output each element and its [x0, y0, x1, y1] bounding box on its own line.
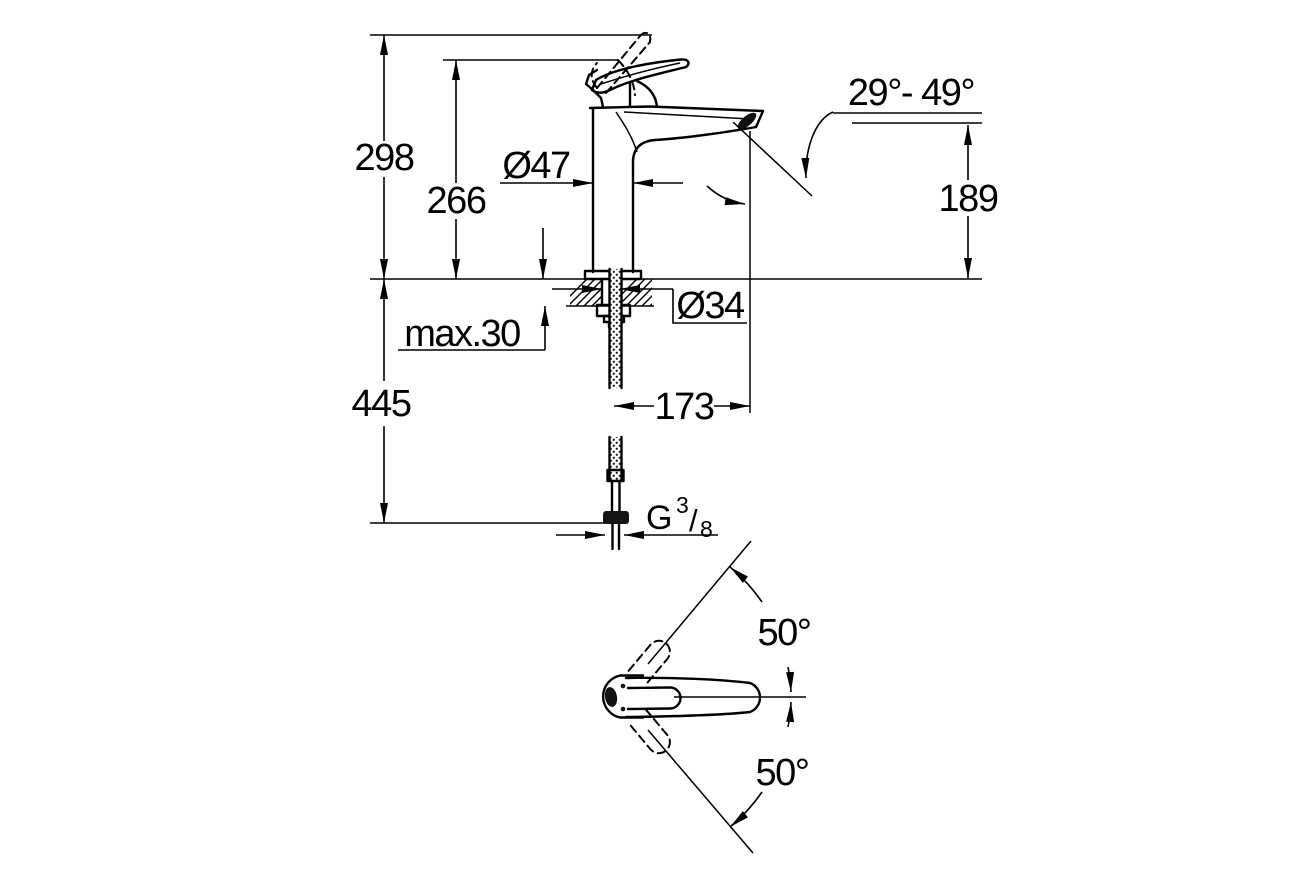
- lever-swung-dashed: [627, 639, 671, 755]
- hose-end-nut: [603, 511, 629, 524]
- dim-overall-height: 298: [355, 137, 414, 179]
- supply-hose: [603, 267, 629, 551]
- dim-spout-outlet-height: 189: [939, 178, 998, 220]
- lever-handle-side: [584, 58, 690, 109]
- swing-arc-lower: [729, 791, 763, 828]
- swing-leg-lower: [647, 729, 754, 854]
- thread-prefix: G: [646, 499, 672, 537]
- deck-hatching-left: [570, 279, 602, 306]
- hose-ferrule: [606, 468, 625, 483]
- swing-arc-upper: [729, 566, 763, 603]
- thread-numerator: 3: [676, 492, 689, 518]
- lever-inner-contour: [626, 686, 682, 711]
- swing-arc-lower-center: [786, 701, 795, 728]
- dim-body-diameter: Ø47: [502, 145, 570, 187]
- spout-stream-line: [732, 121, 813, 197]
- hose-braid-lower: [609, 437, 622, 480]
- dim-height-to-lever: 266: [427, 180, 486, 222]
- dim-spout-angle-range: 29°- 49°: [848, 72, 974, 114]
- dim-hose-length: 445: [352, 383, 411, 425]
- leader-box-d34: [672, 289, 747, 324]
- swing-arc-upper-center: [786, 666, 795, 693]
- thread-denominator: 8: [700, 516, 713, 542]
- hose-tube: [610, 479, 621, 513]
- dim-swing-upper: 50°: [758, 612, 811, 654]
- body-top-face: [588, 105, 765, 113]
- dim-hole-diameter: Ø34: [676, 285, 745, 327]
- aerator: [737, 112, 757, 130]
- spout-blade-inner-line: [623, 111, 751, 120]
- dim-spout-reach: 173: [655, 386, 714, 428]
- cap-screw-dot-bottom: [620, 706, 626, 712]
- angle-arc-inner: [706, 185, 746, 206]
- body-inner-contour: [615, 111, 638, 153]
- thread-label-g38: G 3 / 8: [646, 492, 713, 542]
- angle-arc-outer: [801, 111, 834, 179]
- cap-screw-dot-top: [620, 683, 626, 689]
- lever-handle-raised-dashed: [590, 31, 652, 96]
- hose-end-tube: [611, 522, 621, 551]
- handle-top-view: 50° 50°: [601, 540, 812, 854]
- spout-underside: [631, 125, 758, 162]
- dim-deck-thickness: max.30: [404, 313, 520, 355]
- handle-cap: [601, 674, 645, 719]
- thread-slash: /: [689, 503, 698, 538]
- dimensions-side-view: 298 266 445 Ø47 max.30 Ø34 173 29°- 49°: [352, 34, 999, 542]
- swing-leg-upper: [647, 540, 752, 665]
- cap-indicator-dot: [604, 687, 618, 707]
- hose-braid-upper: [609, 269, 622, 388]
- spout-tip-face: [754, 109, 765, 129]
- dim-swing-lower: 50°: [756, 752, 809, 794]
